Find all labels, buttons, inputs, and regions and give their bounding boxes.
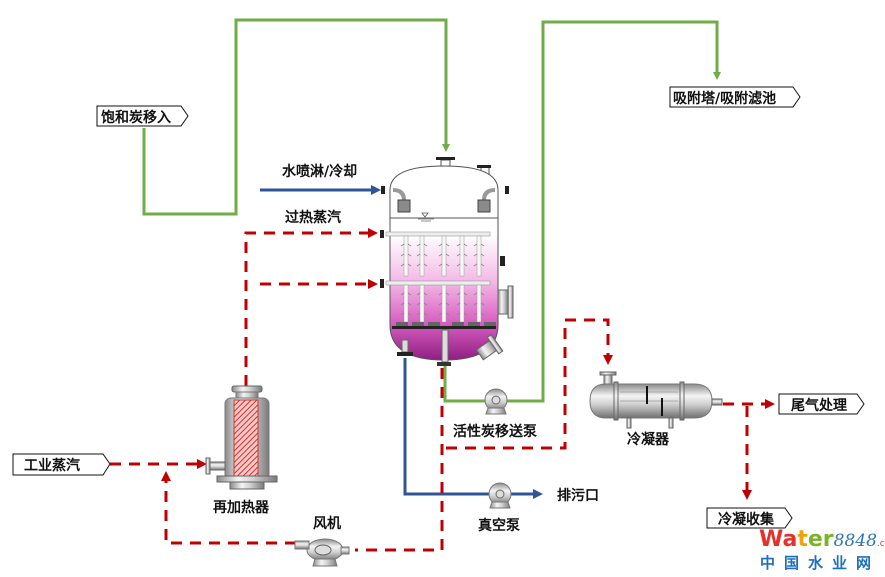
- sparger-nozzle: [438, 312, 450, 316]
- desorption-vessel: [380, 157, 514, 366]
- sparger-nozzle: [473, 312, 485, 316]
- sparger-nozzle: [456, 263, 468, 267]
- sparger-nozzle: [438, 253, 450, 257]
- sparger-nozzle: [400, 292, 412, 296]
- vapor-to-condenser-line: [446, 318, 613, 450]
- fan-recycle-line: [355, 368, 444, 552]
- watermark-logo: Water8848.com 中国水业网: [759, 527, 885, 572]
- fan-blower[interactable]: [294, 538, 350, 567]
- watermark-subtitle: 中国水业网: [760, 554, 880, 572]
- tag-industrial-steam[interactable]: 工业蒸汽: [12, 453, 111, 476]
- vacuum-pump[interactable]: [488, 482, 512, 509]
- sparger-nozzle: [473, 243, 485, 247]
- tag-tail-gas[interactable]: 尾气处理: [778, 393, 865, 415]
- tag-industrial-steam-text: 工业蒸汽: [24, 457, 80, 474]
- sparger-nozzle: [400, 312, 412, 316]
- steam-spargers: [400, 235, 485, 323]
- carbon-outlet-line: [443, 20, 721, 403]
- watermark-com: .com: [877, 539, 885, 549]
- tag-adsorber-text: 吸附塔/吸附滤池: [673, 90, 776, 107]
- sparger-nozzle: [416, 292, 428, 296]
- sparger-nozzle: [456, 302, 468, 306]
- sparger-nozzle: [400, 253, 412, 257]
- label-superheated-steam: 过热蒸汽: [285, 209, 341, 226]
- reheater-equipment: [205, 385, 278, 490]
- sparger-nozzle: [438, 302, 450, 306]
- label-fan: 风机: [313, 515, 341, 532]
- label-water-spray: 水喷淋/冷却: [282, 163, 357, 180]
- sparger-nozzle: [400, 243, 412, 247]
- sparger-tube: [419, 284, 425, 323]
- sparger-nozzle: [416, 263, 428, 267]
- sparger-nozzle: [400, 263, 412, 267]
- sparger-tube: [419, 235, 425, 277]
- sparger-nozzle: [456, 243, 468, 247]
- sparger-nozzle: [473, 292, 485, 296]
- watermark-a: a: [782, 527, 797, 552]
- tag-condensate-text: 冷凝收集: [718, 511, 775, 528]
- sparger-tube: [403, 284, 409, 323]
- steam-upper-line: [244, 228, 378, 386]
- tag-carbon-inlet-text: 饱和炭移入: [101, 109, 171, 126]
- carbon-transfer-pump[interactable]: [484, 388, 508, 415]
- sparger-nozzle: [416, 312, 428, 316]
- sparger-tube: [459, 235, 465, 277]
- sparger-nozzle: [473, 253, 485, 257]
- label-drain: 排污口: [557, 487, 599, 504]
- sparger-tube: [476, 284, 482, 323]
- sparger-tube: [476, 235, 482, 277]
- svg-text:Water8848.com: Water8848.com: [759, 527, 885, 552]
- watermark-w: W: [759, 527, 783, 552]
- tag-condensate[interactable]: 冷凝收集: [706, 507, 793, 529]
- watermark-t: t: [797, 527, 808, 552]
- sparger-nozzle: [416, 302, 428, 306]
- sparger-nozzle: [456, 292, 468, 296]
- sparger-nozzle: [438, 263, 450, 267]
- fan-to-reheater-line: [161, 471, 296, 545]
- sparger-tube: [459, 284, 465, 323]
- sparger-nozzle: [473, 302, 485, 306]
- condenser-equipment: [589, 371, 723, 429]
- watermark-er: er: [808, 527, 834, 552]
- sparger-nozzle: [400, 302, 412, 306]
- label-carbon-pump: 活性炭移送泵: [453, 423, 537, 440]
- sparger-nozzle: [416, 243, 428, 247]
- sparger-tube: [403, 235, 409, 277]
- sparger-nozzle: [416, 253, 428, 257]
- tag-adsorber[interactable]: 吸附塔/吸附滤池: [669, 86, 801, 108]
- watermark-number: 8848: [834, 531, 877, 551]
- label-reheater: 再加热器: [213, 499, 270, 516]
- sparger-tube: [441, 284, 447, 323]
- carbon-inlet-line: [142, 18, 450, 216]
- tag-tail-gas-text: 尾气处理: [791, 397, 847, 414]
- sparger-nozzle: [456, 253, 468, 257]
- label-condenser: 冷凝器: [627, 431, 670, 448]
- tag-carbon-inlet[interactable]: 饱和炭移入: [96, 105, 189, 127]
- sparger-nozzle: [456, 312, 468, 316]
- sparger-nozzle: [438, 243, 450, 247]
- label-vacuum-pump: 真空泵: [478, 517, 520, 534]
- sparger-nozzle: [473, 263, 485, 267]
- sparger-tube: [441, 235, 447, 277]
- sparger-nozzle: [438, 292, 450, 296]
